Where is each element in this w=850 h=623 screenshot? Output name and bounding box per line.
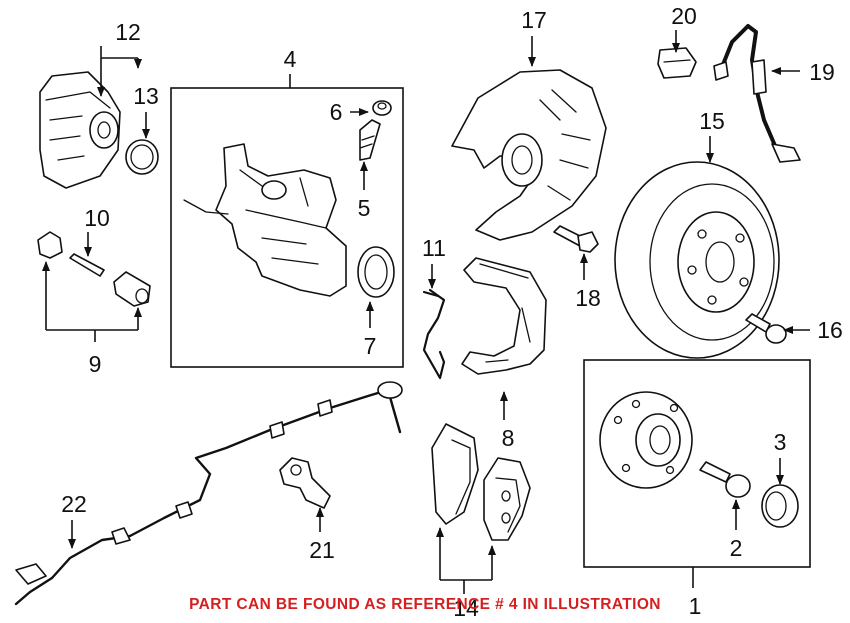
callout-1: 1 [689,593,702,619]
hose-clip-part[interactable] [657,47,697,79]
callout-19: 19 [809,59,835,85]
caliper-motor-part[interactable] [39,71,121,189]
brake-hose-part[interactable] [713,24,801,163]
rotor-screw-part[interactable] [745,313,787,344]
callout-5: 5 [358,195,371,221]
dust-shield-part[interactable] [451,69,607,241]
guide-pin-part[interactable] [69,253,105,277]
guide-bushing-part[interactable] [113,271,151,307]
callout-10: 10 [84,205,110,231]
callout-9: 9 [89,351,102,377]
retaining-spring-part[interactable] [422,288,446,380]
callout-20: 20 [671,3,697,29]
brake-pad-outer-part[interactable] [483,457,531,541]
callout-18: 18 [575,285,601,311]
callout-2: 2 [730,535,743,561]
hub-group-box [583,359,811,568]
brake-rotor-part[interactable] [614,161,780,359]
callout-7: 7 [364,333,377,359]
callout-12: 12 [115,19,141,45]
piston-seal-part[interactable] [357,246,395,298]
brake-caliper-part[interactable] [183,143,347,297]
bleeder-screw-part[interactable] [359,119,381,161]
callout-4: 4 [284,46,297,72]
callout-17: 17 [521,7,547,33]
caliper-bracket-part[interactable] [461,257,547,375]
callout-16: 16 [817,317,843,343]
callout-8: 8 [502,425,515,451]
callout-22: 22 [61,491,87,517]
wheel-hub-part[interactable] [599,391,693,489]
callout-13: 13 [133,83,159,109]
hub-bolt-part[interactable] [699,461,751,498]
abs-sensor-part[interactable] [279,457,331,509]
callout-11: 11 [422,235,446,261]
callout-6: 6 [330,99,343,125]
callout-labels: 12 13 10 9 4 6 5 7 17 20 19 15 16 18 11 … [61,3,843,621]
guide-pin-boot-part[interactable] [37,231,63,259]
bleeder-cap-part[interactable] [372,100,392,116]
caliper-group-box [170,87,404,368]
reference-note: PART CAN BE FOUND AS REFERENCE # 4 IN IL… [189,596,661,613]
shield-bolt-part[interactable] [553,225,599,253]
callout-15: 15 [699,108,725,134]
leader-lines [42,30,810,594]
callout-14: 14 [453,595,479,621]
hub-cap-part[interactable] [761,484,799,528]
abs-harness-part[interactable] [14,381,403,606]
seal-ring-part[interactable] [125,139,159,175]
brake-pad-inner-part[interactable] [431,423,479,525]
callout-21: 21 [309,537,335,563]
callout-3: 3 [774,429,787,455]
